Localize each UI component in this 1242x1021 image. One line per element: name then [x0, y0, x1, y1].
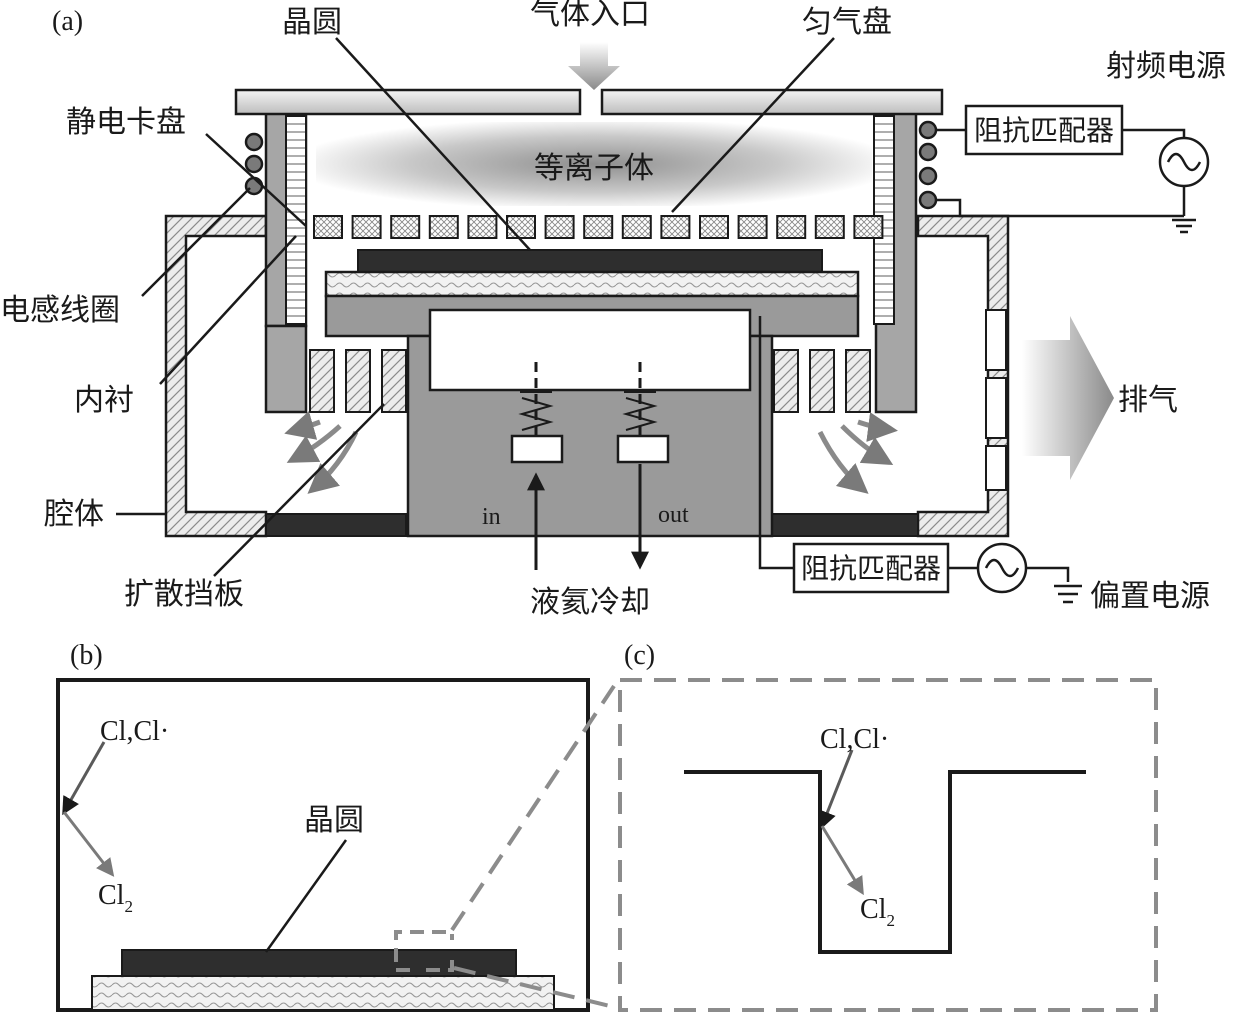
panel-b-tag: (b): [70, 640, 103, 671]
showerhead-cell: [390, 215, 421, 239]
showerhead-cell: [506, 215, 536, 239]
impedance-match-bottom-label: 阻抗匹配器: [801, 552, 941, 585]
floor-block-left: [265, 513, 407, 537]
bias-source-label: 偏置电源: [1090, 579, 1210, 614]
esc-label: 静电卡盘: [66, 105, 186, 140]
plasma-region: [316, 122, 872, 206]
panel-b-species-in: Cl,Cl·: [100, 716, 169, 747]
pedestal: [324, 294, 860, 538]
exhaust-arrow: [1022, 316, 1114, 480]
trench-profile: [684, 770, 1086, 954]
baffle-label: 扩散挡板: [124, 577, 244, 612]
panel-c-species-in: Cl,Cl·: [820, 724, 889, 755]
panel-a: (a) 等离子体: [0, 0, 1226, 620]
panel-a-tag: (a): [52, 6, 83, 37]
bias-ground-icon: [1054, 584, 1082, 604]
plasma-label: 等离子体: [534, 151, 654, 186]
showerhead-cell: [467, 215, 498, 239]
showerhead-cell: [776, 215, 807, 239]
diffusion-baffles: [309, 349, 871, 413]
panel-b-wafer-leader: [264, 839, 348, 953]
floor-block-right: [771, 513, 919, 537]
leader-lines: [116, 37, 835, 577]
showerhead-cell: [660, 215, 691, 239]
flow-arrows-right: [817, 412, 898, 494]
coolant-in-label: in: [482, 504, 501, 530]
showerhead-cell: [699, 215, 729, 239]
panel-b-wafer: [121, 949, 517, 977]
gas-inlet-label: 气体入口: [530, 0, 650, 32]
showerhead-cell: [814, 215, 845, 239]
showerhead-label: 匀气盘: [802, 5, 892, 40]
showerhead-cell: [313, 215, 343, 239]
lid-plate: [234, 88, 944, 116]
panel-b-incoming-arrow: [62, 741, 106, 816]
panel-b-species-out: Cl2: [98, 880, 133, 916]
panel-c-incoming-arrow: [818, 749, 854, 830]
showerhead-cell: [428, 215, 459, 239]
panel-b-chuck: [91, 975, 555, 1011]
bias-circuit: 阻抗匹配器: [758, 316, 1082, 604]
wafer: [357, 249, 823, 273]
showerhead-cell: [853, 215, 884, 239]
gas-inlet-arrow: [568, 42, 620, 90]
liner-label: 内衬: [74, 383, 134, 418]
coil-right: [918, 120, 938, 210]
panel-c-outgoing-arrow: [820, 825, 864, 896]
coolant-out-label: out: [658, 502, 689, 528]
showerhead-cell: [583, 215, 614, 239]
cooling-label: 液氦冷却: [530, 585, 650, 620]
showerhead-cell: [737, 215, 768, 239]
showerhead-cell: [621, 215, 652, 239]
flow-arrows-left: [284, 410, 359, 494]
coolant-pipes: [510, 362, 670, 464]
exhaust-label: 排气: [1118, 383, 1178, 418]
showerhead: [313, 215, 884, 239]
panel-c: (c) Cl,Cl· Cl2: [618, 640, 1158, 1012]
zoom-marker: [394, 930, 454, 972]
showerhead-cell: [351, 215, 382, 239]
liner: [264, 110, 918, 414]
panel-b-wafer-label: 晶圆: [304, 803, 364, 838]
coil-left: [244, 132, 264, 196]
panel-c-frame: [618, 678, 1158, 1012]
ground-icon: [1172, 218, 1196, 234]
panel-c-species-out: Cl2: [860, 894, 895, 930]
zoom-connectors: [450, 684, 616, 1008]
panel-c-tag: (c): [624, 640, 655, 671]
impedance-match-top-label: 阻抗匹配器: [974, 114, 1114, 147]
wafer-label-a: 晶圆: [282, 5, 342, 40]
panel-b: (b) Cl,Cl· Cl2 晶圆: [56, 640, 590, 1012]
chamber-wall: [164, 214, 1010, 538]
rf-source-label: 射频电源: [1106, 49, 1226, 84]
rf-circuit: 阻抗匹配器: [936, 104, 1210, 234]
electrostatic-chuck: [324, 270, 860, 298]
showerhead-cell: [544, 215, 575, 239]
coil-label: 电感线圈: [0, 293, 120, 328]
panel-b-outgoing-arrow: [62, 811, 115, 877]
chamber-label: 腔体: [44, 497, 104, 532]
